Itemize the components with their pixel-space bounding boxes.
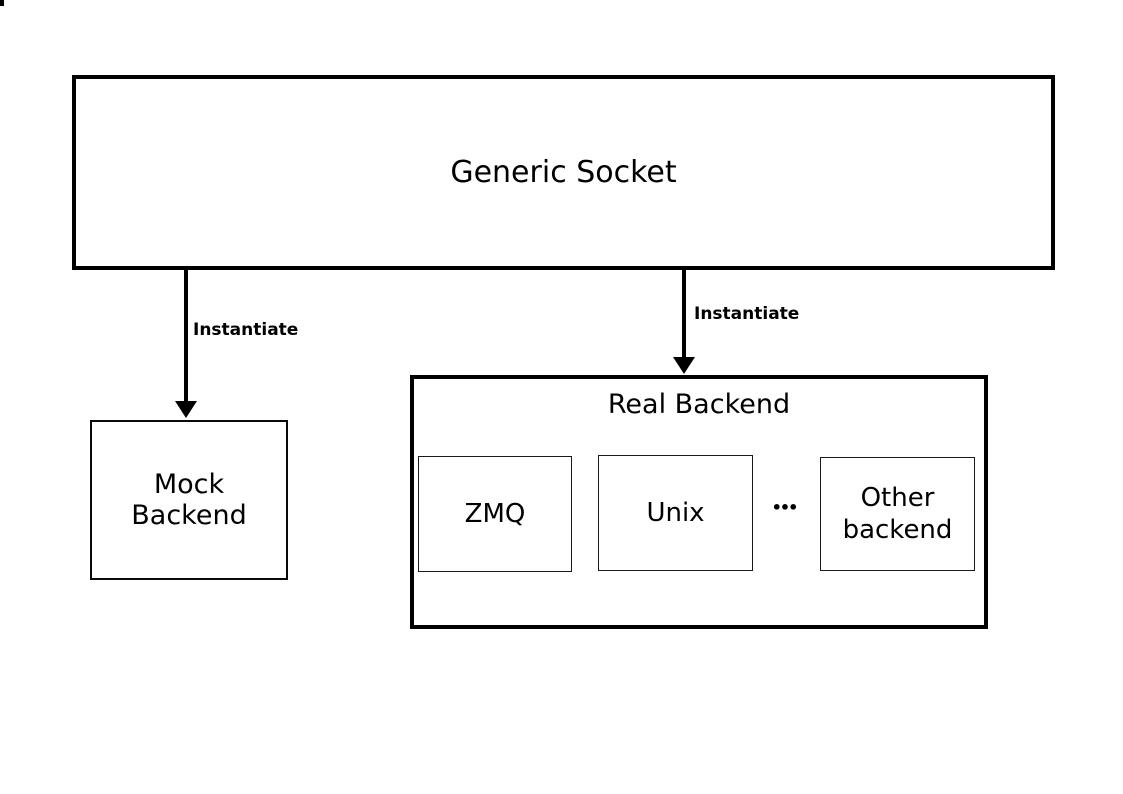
node-unix-label: Unix [646,497,705,528]
screenshot-corner-artifact [0,0,4,6]
edge-label-instantiate-real: Instantiate [694,304,800,324]
node-zmq-label: ZMQ [464,498,526,529]
node-other-backend-label: Other backend [842,482,953,546]
node-unix: Unix [598,455,753,571]
arrowhead-icon-to-mock-backend [175,401,197,418]
node-generic-socket-label: Generic Socket [450,155,677,190]
edge-label-instantiate-mock: Instantiate [193,320,299,340]
node-zmq: ZMQ [418,456,572,572]
arrowhead-icon-to-real-backend [673,357,695,374]
node-generic-socket: Generic Socket [72,75,1055,270]
node-other-backend: Other backend [820,457,975,571]
more-backends-ellipsis-icon: ••• [771,498,799,517]
node-mock-backend-label: Mock Backend [131,469,247,531]
node-mock-backend: Mock Backend [90,420,288,580]
edge-line-to-mock-backend [184,270,188,404]
edge-line-to-real-backend [682,270,686,360]
node-real-backend-label: Real Backend [607,389,791,420]
